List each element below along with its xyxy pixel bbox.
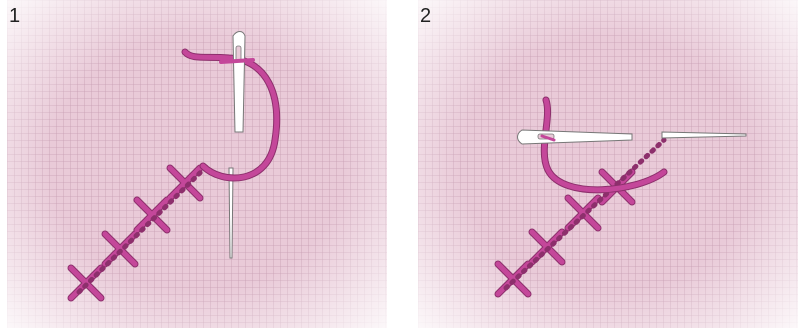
needle-icon	[232, 31, 246, 133]
needle-icon	[228, 167, 234, 259]
step-2-illustration	[418, 0, 798, 328]
needle-icon	[517, 129, 747, 145]
step-1-panel: 1	[7, 0, 387, 328]
step-2-panel: 2	[418, 0, 798, 328]
step-number: 2	[420, 5, 432, 27]
step-number: 1	[9, 5, 21, 27]
fabric-fade	[418, 0, 798, 328]
thread-icon	[503, 137, 667, 291]
thread-icon	[76, 163, 210, 295]
fabric-fade	[7, 0, 387, 328]
step-1-illustration	[7, 0, 387, 328]
